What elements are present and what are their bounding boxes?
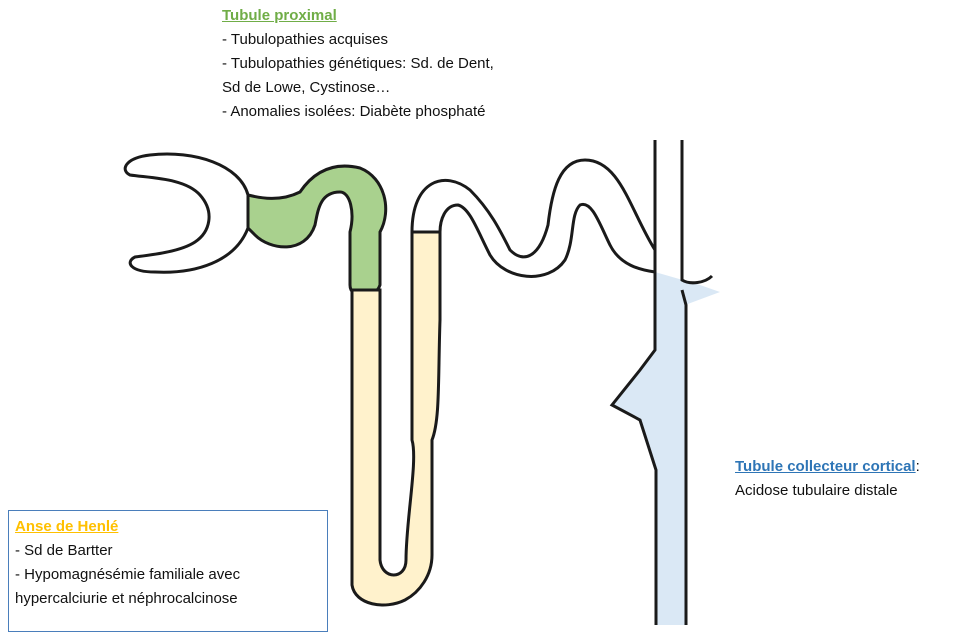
proximal-line-4: - Anomalies isolées: Diabète phosphaté <box>222 100 494 124</box>
collecteur-line-1: Acidose tubulaire distale <box>735 479 920 503</box>
distal-tubule-segment <box>412 160 655 276</box>
collecting-duct-segment <box>612 272 720 625</box>
collecteur-title-suffix: : <box>916 458 920 475</box>
proximal-title: Tubule proximal <box>222 4 494 28</box>
henle-line-1: - Sd de Bartter <box>15 539 321 563</box>
collecting-duct-right-wall <box>682 140 712 625</box>
henle-line-3: hypercalciurie et néphrocalcinose <box>15 587 321 611</box>
henle-line-2: - Hypomagnésémie familiale avec <box>15 563 321 587</box>
proximal-tubule-segment <box>248 166 386 296</box>
proximal-line-2: - Tubulopathies génétiques: Sd. de Dent, <box>222 52 494 76</box>
proximal-line-1: - Tubulopathies acquises <box>222 28 494 52</box>
proximal-tubule-label: Tubule proximal - Tubulopathies acquises… <box>222 4 494 124</box>
proximal-line-3: Sd de Lowe, Cystinose… <box>222 76 494 100</box>
loop-of-henle-label: Anse de Henlé - Sd de Bartter - Hypomagn… <box>8 510 328 632</box>
collecting-duct-label: Tubule collecteur cortical: Acidose tubu… <box>735 455 920 503</box>
collecteur-title: Tubule collecteur cortical <box>735 458 916 475</box>
henle-title: Anse de Henlé <box>15 515 321 539</box>
bowman-capsule <box>125 154 248 272</box>
